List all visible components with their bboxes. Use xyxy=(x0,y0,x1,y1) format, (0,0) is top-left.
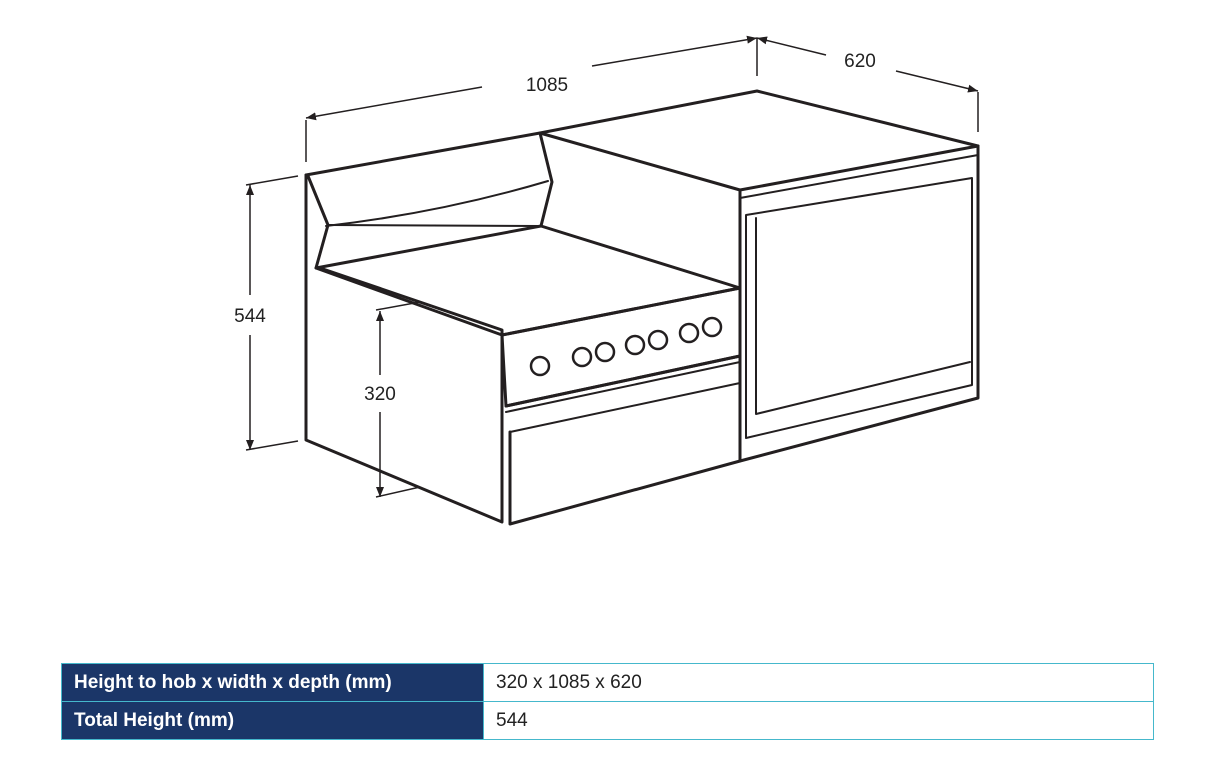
spec-label: Height to hob x width x depth (mm) xyxy=(61,663,484,702)
total-height-dimension-label: 544 xyxy=(234,306,266,327)
depth-dimension-label: 620 xyxy=(844,51,876,72)
depth-dimension-line xyxy=(756,36,827,56)
depth-dimension-line xyxy=(895,70,979,93)
spec-value: 320 x 1085 x 620 xyxy=(483,663,1154,702)
total-height-extension-line-top xyxy=(245,175,299,186)
knob xyxy=(678,322,700,344)
knob xyxy=(529,355,551,377)
width-dimension-label: 1085 xyxy=(526,75,568,96)
range-cooker-dimension-diagram: 1085 620 544 320 xyxy=(234,35,980,526)
hob-height-dimension-label: 320 xyxy=(364,384,396,405)
spec-label: Total Height (mm) xyxy=(61,701,484,740)
hob-height-extension-line-bottom xyxy=(375,486,421,498)
knob xyxy=(647,329,669,351)
knob xyxy=(701,316,723,338)
control-knobs xyxy=(529,316,723,377)
appliance-outline xyxy=(304,89,980,526)
knob xyxy=(624,334,646,356)
spec-row: Total Height (mm)544 xyxy=(61,701,1154,740)
spec-value: 544 xyxy=(483,701,1154,740)
width-dimension-line xyxy=(591,35,758,67)
width-dimension-line xyxy=(305,86,483,121)
knob xyxy=(594,341,616,363)
hob-height-extension-line-top xyxy=(375,301,421,311)
spec-row: Height to hob x width x depth (mm)320 x … xyxy=(61,663,1154,702)
knob xyxy=(571,346,593,368)
total-height-extension-line-bottom xyxy=(245,440,299,451)
specification-table: Height to hob x width x depth (mm)320 x … xyxy=(61,663,1154,740)
